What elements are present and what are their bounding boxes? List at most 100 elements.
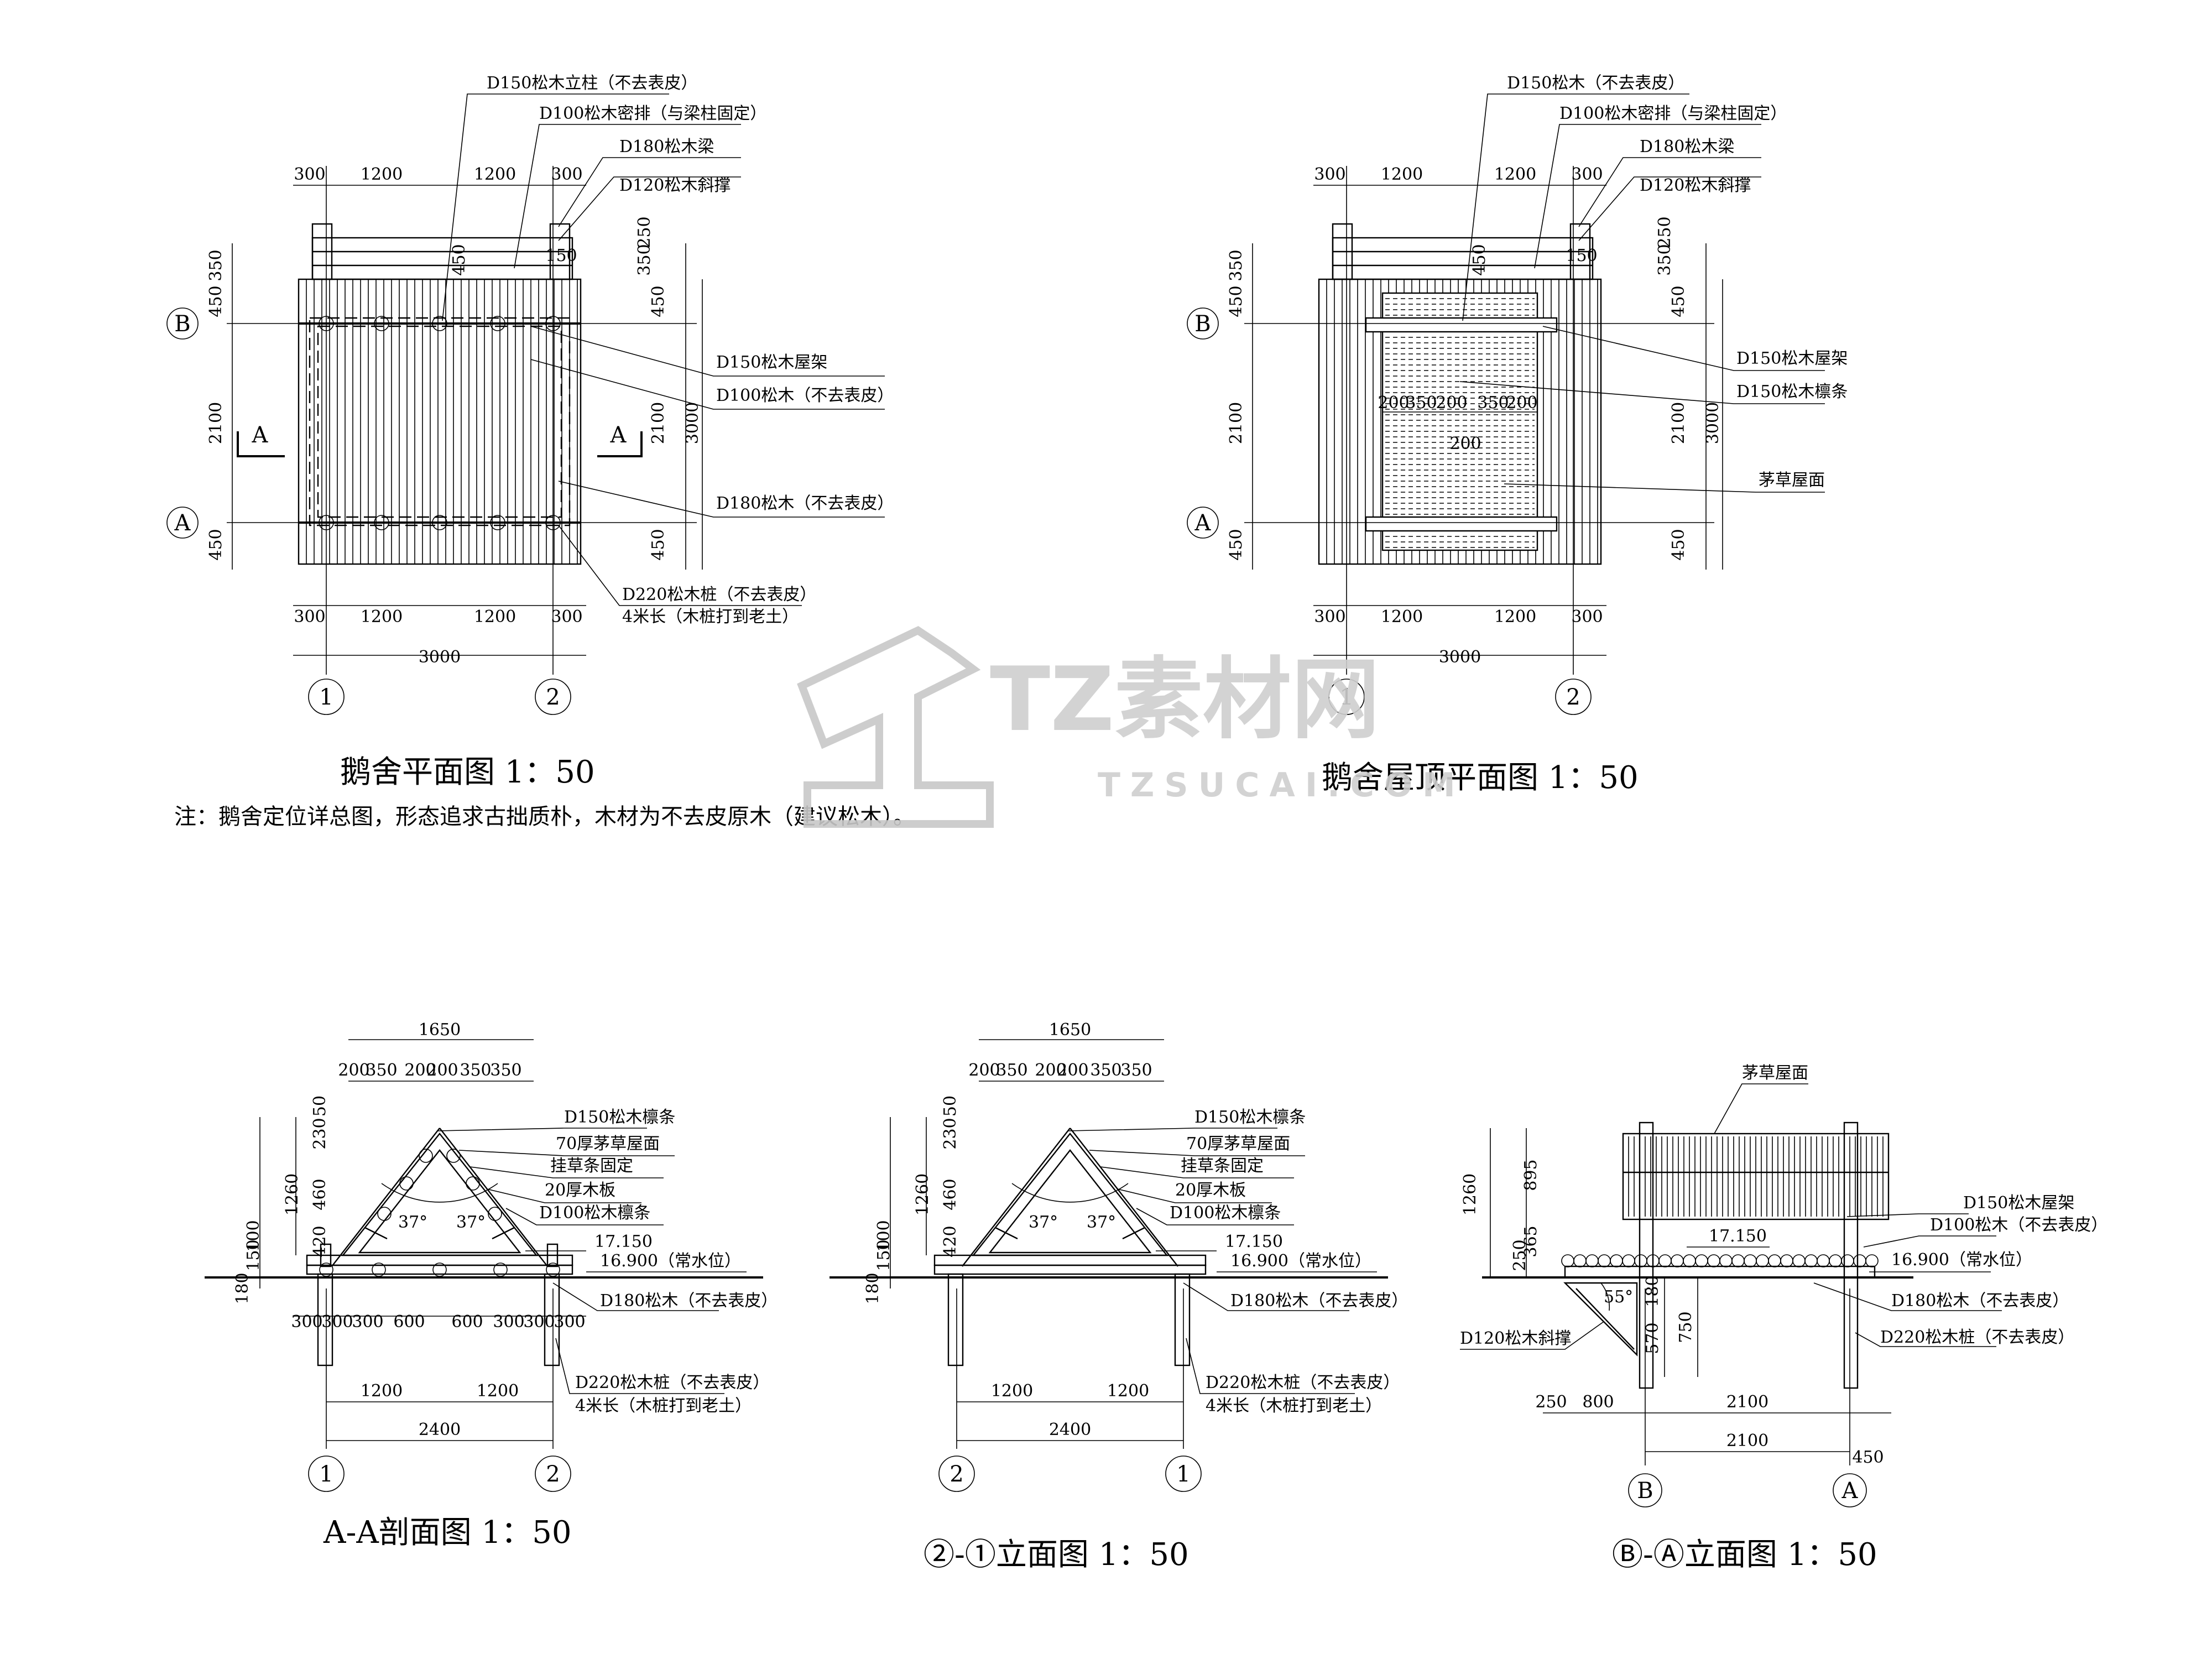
- roof-dim-total: 3000: [1439, 648, 1481, 667]
- deck-log: [1768, 1254, 1781, 1267]
- elev21-label-elev: 17.150: [1225, 1232, 1283, 1251]
- deck-log: [1853, 1254, 1866, 1267]
- plan-label-d180: D180松木（不去表皮）: [716, 494, 894, 513]
- deck-log: [1829, 1254, 1842, 1267]
- watermark-logo-icon: [797, 625, 994, 828]
- deck-log: [1707, 1254, 1720, 1267]
- section-dim-top-4: 200: [426, 1061, 458, 1080]
- deck-log: [372, 1262, 386, 1277]
- section-dim-left-1: 230: [310, 1118, 330, 1149]
- elevba-label-truss: D150松木屋架: [1963, 1193, 2074, 1213]
- deck-log: [1695, 1254, 1708, 1267]
- roof-label-purlin: D150松木檩条: [1736, 382, 1848, 401]
- elevba-dim-right: 450: [1852, 1448, 1884, 1467]
- plan-dim-left-4: 450: [206, 529, 226, 560]
- elev21-dim-bot2-1: 1200: [991, 1381, 1033, 1401]
- section-angle-left: 37°: [398, 1213, 427, 1232]
- elevba-label-thatch: 茅草屋面: [1742, 1063, 1808, 1083]
- section-dim-bot-2: 300: [321, 1312, 353, 1332]
- section-dim-bot-8: 300: [554, 1312, 585, 1332]
- section-title: A-A剖面图 1：50: [323, 1515, 572, 1551]
- deck-log: [1792, 1254, 1806, 1267]
- elev21-dim-left-2: 50: [941, 1095, 960, 1117]
- section-axis-1: 1: [319, 1462, 333, 1487]
- deck-log: [432, 1262, 447, 1277]
- plan-dim-right-3: 450: [649, 529, 668, 560]
- section-dim-top: 1650: [419, 1020, 461, 1040]
- roof-dim-right-total: 3000: [1703, 402, 1723, 444]
- elevation-b-a-view: 55° 茅草屋面 D150松木屋架 D100松木（不去表皮） 16.900（常水…: [1460, 1063, 2107, 1573]
- plan-dim-left-2: 450: [206, 285, 226, 317]
- elev21-dim-left-8: 100: [874, 1220, 894, 1251]
- section-dim-total: 2400: [419, 1420, 461, 1439]
- section-dim-left-2: 50: [310, 1095, 330, 1117]
- deck-log: [1658, 1254, 1672, 1267]
- plan-dim-bot-3: 1200: [474, 607, 516, 627]
- plan-label-d100: D100松木（不去表皮）: [716, 386, 894, 405]
- section-aa-view: 37° 37° 1650 200 350 200 200 350 350 230…: [205, 1020, 778, 1551]
- plan-dim-bot-1: 300: [294, 607, 325, 627]
- roof-label-2: D100松木密排（与梁柱固定）: [1559, 104, 1787, 123]
- elevba-title: Ⓑ-Ⓐ立面图 1：50: [1612, 1537, 1877, 1573]
- plan-label-pile-length: 4米长（木桩打到老土）: [622, 607, 799, 627]
- roof-label-3: D180松木梁: [1640, 137, 1734, 156]
- plan-dim-bot-2: 1200: [361, 607, 403, 627]
- elevba-label-d180: D180松木（不去表皮）: [1891, 1291, 2069, 1311]
- section-dim-top-6: 350: [490, 1061, 521, 1080]
- plan-section-mark-left-label: A: [252, 422, 269, 448]
- elev21-title: ②-①立面图 1：50: [924, 1537, 1189, 1573]
- section-label-1: D150松木檩条: [564, 1108, 675, 1127]
- roof-axis-1: 1: [1339, 685, 1353, 710]
- deck-log: [1744, 1254, 1757, 1267]
- elevba-dim-mid-1: 180: [1643, 1275, 1662, 1307]
- plan-section-mark-right-label: A: [610, 422, 627, 448]
- elevba-dim-left-3: 365: [1521, 1225, 1541, 1257]
- deck-log: [1573, 1254, 1587, 1267]
- elev21-dim-left-5: 1260: [913, 1173, 932, 1215]
- deck-log: [1683, 1254, 1696, 1267]
- elevba-dim-left-1: 895: [1521, 1159, 1541, 1191]
- roof-label-1: D150松木（不去表皮）: [1507, 74, 1684, 93]
- elev21-label-water: 16.900（常水位）: [1230, 1251, 1371, 1271]
- elevba-label-pile: D220松木桩（不去表皮）: [1880, 1328, 2074, 1347]
- elevba-label-d100: D100松木（不去表皮）: [1930, 1215, 2107, 1235]
- section-dim-top-2: 350: [366, 1061, 397, 1080]
- plan-axis-b: B: [174, 311, 190, 337]
- elev21-angle-left: 37°: [1029, 1213, 1058, 1232]
- watermark: TZ素材网 TZSUCAI.COM: [797, 625, 1465, 828]
- roof-label-truss: D150松木屋架: [1736, 349, 1848, 368]
- roof-dim-top-4: 300: [1571, 165, 1603, 184]
- section-axis-2: 2: [546, 1462, 560, 1487]
- section-label-water: 16.900（常水位）: [600, 1251, 741, 1271]
- section-dim-bot-7: 300: [523, 1312, 555, 1332]
- section-dim-left-5: 1260: [283, 1173, 302, 1215]
- plan-dim-inner-4: 350: [635, 244, 654, 275]
- section-dim-bot-4: 600: [393, 1312, 425, 1332]
- roof-dim-bot-3: 1200: [1494, 607, 1536, 627]
- roof-axis-b: B: [1194, 311, 1211, 337]
- plan-dim-inner-1: 250: [635, 216, 654, 248]
- plan-section-mark-left: [237, 431, 285, 457]
- elev21-dim-total: 2400: [1049, 1420, 1091, 1439]
- elev21-dim-top-1: 200: [968, 1061, 1000, 1080]
- deck-log: [546, 1262, 560, 1277]
- plan-label-post: D150松木立柱（不去表皮）: [487, 74, 697, 93]
- section-dim-top-3: 200: [404, 1061, 436, 1080]
- watermark-url: TZSUCAI.COM: [1098, 766, 1465, 805]
- elev21-label-2: 70厚茅草屋面: [1186, 1134, 1290, 1154]
- section-dim-top-5: 350: [460, 1061, 491, 1080]
- elevba-label-elev: 17.150: [1709, 1227, 1767, 1246]
- roof-dim-left-4: 450: [1227, 529, 1246, 560]
- plan-dim-top-1: 300: [294, 165, 325, 184]
- roof-dim-left-1: 350: [1227, 249, 1246, 281]
- deck-log: [1756, 1254, 1769, 1267]
- roof-axis-a: A: [1194, 510, 1212, 536]
- plan-axis-a-bubble: [166, 507, 199, 539]
- roof-dim-top-1: 300: [1314, 165, 1345, 184]
- plan-dim-top-3: 1200: [474, 165, 516, 184]
- deck-log: [1634, 1254, 1647, 1267]
- elev21-dim-top-5: 350: [1090, 1061, 1121, 1080]
- section-label-d180: D180松木（不去表皮）: [600, 1291, 778, 1311]
- elevba-dim-mid-3: 750: [1676, 1311, 1695, 1343]
- plan-view: 300 1200 1200 300 300 1200 1200 300 3000…: [166, 74, 915, 830]
